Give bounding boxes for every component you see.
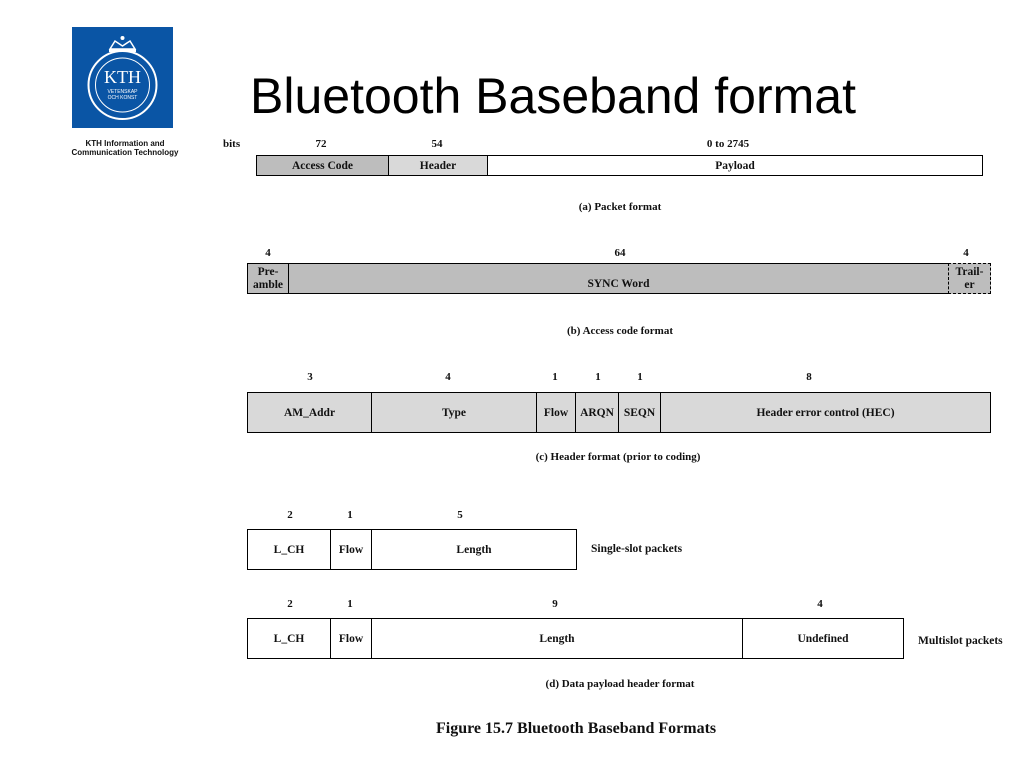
figure-caption: Figure 15.7 Bluetooth Baseband Formats [436,720,717,737]
access-code-field: Access Code [256,155,389,176]
trailer-size: 4 [963,247,969,259]
preamble-size: 4 [265,247,271,259]
seqn-field: SEQN [618,392,661,433]
am-addr-field: AM_Addr [247,392,372,433]
type-field: Type [371,392,537,433]
bits-label: bits [223,138,241,150]
slide-title: Bluetooth Baseband format [250,68,856,124]
arqn-field: ARQN [575,392,619,433]
hec-field: Header error control (HEC) [660,392,991,433]
multi-undefined-size: 4 [817,598,823,610]
single-flow-field: Flow [330,529,372,570]
payload-size: 0 to 2745 [706,138,750,150]
access-code-size: 72 [315,138,327,150]
header-field: Header [388,155,488,176]
multislot-label: Multislot packets [918,635,1003,647]
arqn-size: 1 [595,371,601,383]
single-lch-size: 2 [287,509,293,521]
trailer-field: Trail- er [948,263,991,294]
packet-format-caption: (a) Packet format [578,201,662,213]
single-lch-field: L_CH [247,529,331,570]
data-payload-caption: (d) Data payload header format [545,678,695,690]
multi-length-size: 9 [552,598,558,610]
single-slot-label: Single-slot packets [591,543,683,555]
single-length-size: 5 [457,509,463,521]
multi-undefined-field: Undefined [742,618,904,659]
preamble-label-1: Pre- [257,265,279,278]
hec-size: 8 [806,371,812,383]
am-addr-size: 3 [307,371,313,383]
header-format-caption: (c) Header format (prior to coding) [535,451,701,463]
svg-text:OCH KONST: OCH KONST [108,95,138,101]
type-size: 4 [445,371,451,383]
access-code-caption: (b) Access code format [567,325,673,337]
seqn-size: 1 [637,371,643,383]
svg-text:VETENSKAP: VETENSKAP [107,89,138,95]
sync-word-field: SYNC Word [288,263,949,294]
preamble-field: Pre- amble [247,263,289,294]
multi-flow-field: Flow [330,618,372,659]
trailer-label-1: Trail- [955,265,984,278]
multi-flow-size: 1 [347,598,353,610]
single-flow-size: 1 [347,509,353,521]
preamble-label-2: amble [252,278,284,291]
multi-lch-size: 2 [287,598,293,610]
organization-line-2: Communication Technology [71,148,179,157]
multi-length-field: Length [371,618,743,659]
organization-line-1: KTH Information and [85,139,165,148]
svg-text:KTH: KTH [104,67,141,87]
trailer-label-2: er [964,278,975,291]
kth-logo: KTH VETENSKAP OCH KONST [72,27,173,128]
header-size: 54 [431,138,443,150]
sync-word-size: 64 [614,247,626,259]
flow-size: 1 [552,371,558,383]
payload-field: Payload [487,155,983,176]
multi-lch-field: L_CH [247,618,331,659]
flow-field: Flow [536,392,576,433]
single-length-field: Length [371,529,577,570]
organization-name: KTH Information and Communication Techno… [40,139,210,157]
